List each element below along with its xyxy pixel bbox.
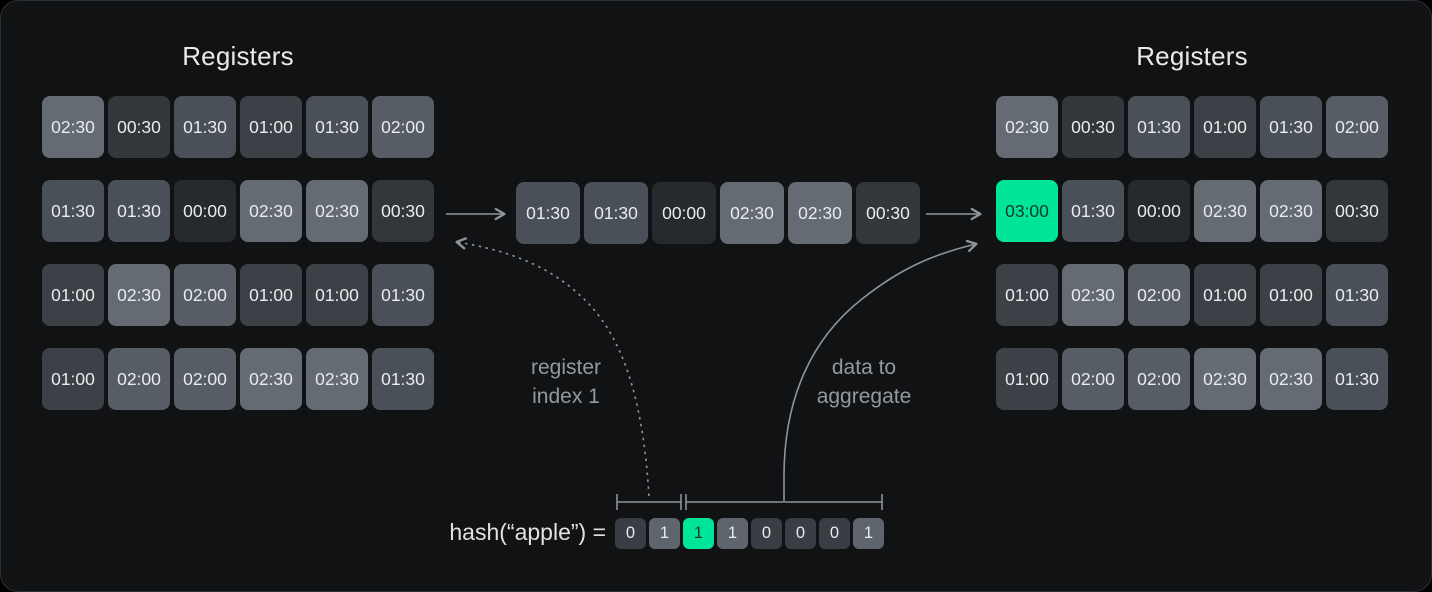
data-to-aggregate-label-line2: aggregate xyxy=(816,385,912,408)
hash-bit: 0 xyxy=(615,518,646,549)
register-cell: 02:30 xyxy=(996,96,1058,158)
register-cell: 02:30 xyxy=(306,348,368,410)
register-cell: 00:30 xyxy=(372,180,434,242)
register-cell: 02:30 xyxy=(306,180,368,242)
register-cell: 01:30 xyxy=(516,182,580,244)
register-cell: 02:00 xyxy=(174,264,236,326)
register-cell: 01:30 xyxy=(1260,96,1322,158)
register-cell: 01:30 xyxy=(1128,96,1190,158)
data-to-aggregate-label: data to aggregate xyxy=(789,353,939,411)
register-cell: 00:30 xyxy=(1062,96,1124,158)
register-index-label: register index 1 xyxy=(491,353,641,411)
register-cell: 02:30 xyxy=(788,182,852,244)
hash-bit: 0 xyxy=(751,518,782,549)
register-cell: 01:00 xyxy=(240,96,302,158)
register-cell: 02:00 xyxy=(108,348,170,410)
hash-bit: 1 xyxy=(853,518,884,549)
register-cell: 00:30 xyxy=(108,96,170,158)
register-cell: 02:30 xyxy=(108,264,170,326)
register-cell: 01:30 xyxy=(372,264,434,326)
register-cell: 00:30 xyxy=(856,182,920,244)
register-cell: 01:30 xyxy=(1062,180,1124,242)
register-cell: 01:30 xyxy=(584,182,648,244)
register-cell: 01:00 xyxy=(1260,264,1322,326)
register-cell: 03:00 xyxy=(996,180,1058,242)
register-cell: 01:30 xyxy=(174,96,236,158)
register-index-label-line1: register xyxy=(530,356,602,379)
hash-bit: 0 xyxy=(819,518,850,549)
register-cell: 02:30 xyxy=(240,180,302,242)
register-cell: 02:30 xyxy=(1260,180,1322,242)
register-cell: 02:30 xyxy=(240,348,302,410)
hash-bit-highlighted: 1 xyxy=(683,518,714,549)
hash-bit: 1 xyxy=(717,518,748,549)
register-cell: 02:00 xyxy=(1128,348,1190,410)
register-cell: 02:30 xyxy=(1194,348,1256,410)
register-cell: 02:00 xyxy=(1326,96,1388,158)
register-cell: 01:00 xyxy=(42,348,104,410)
register-cell: 01:00 xyxy=(1194,96,1256,158)
register-cell: 02:00 xyxy=(1062,348,1124,410)
register-cell: 01:00 xyxy=(42,264,104,326)
right-registers-title: Registers xyxy=(1136,41,1248,71)
register-cell: 01:30 xyxy=(1326,348,1388,410)
register-cell: 01:00 xyxy=(996,348,1058,410)
register-cell: 01:00 xyxy=(240,264,302,326)
register-cell: 01:30 xyxy=(108,180,170,242)
hash-bit: 1 xyxy=(649,518,680,549)
register-cell: 02:30 xyxy=(1194,180,1256,242)
hash-bit: 0 xyxy=(785,518,816,549)
register-cell: 02:30 xyxy=(1260,348,1322,410)
register-cell: 00:00 xyxy=(174,180,236,242)
register-cell: 01:30 xyxy=(372,348,434,410)
data-to-aggregate-label-line1: data to xyxy=(831,356,897,379)
register-cell: 02:00 xyxy=(372,96,434,158)
register-cell: 01:30 xyxy=(306,96,368,158)
register-cell: 02:30 xyxy=(42,96,104,158)
register-cell: 01:00 xyxy=(1194,264,1256,326)
left-registers-title: Registers xyxy=(182,41,294,71)
register-cell: 01:30 xyxy=(1326,264,1388,326)
register-cell: 01:00 xyxy=(996,264,1058,326)
register-cell: 02:30 xyxy=(720,182,784,244)
register-cell: 01:30 xyxy=(42,180,104,242)
register-cell: 00:00 xyxy=(1128,180,1190,242)
register-index-label-line2: index 1 xyxy=(532,385,600,408)
register-cell: 02:00 xyxy=(1128,264,1190,326)
register-cell: 02:30 xyxy=(1062,264,1124,326)
register-cell: 00:30 xyxy=(1326,180,1388,242)
register-cell: 02:00 xyxy=(174,348,236,410)
register-cell: 00:00 xyxy=(652,182,716,244)
hash-expression-label: hash(“apple”) = xyxy=(449,519,606,545)
register-cell: 01:00 xyxy=(306,264,368,326)
